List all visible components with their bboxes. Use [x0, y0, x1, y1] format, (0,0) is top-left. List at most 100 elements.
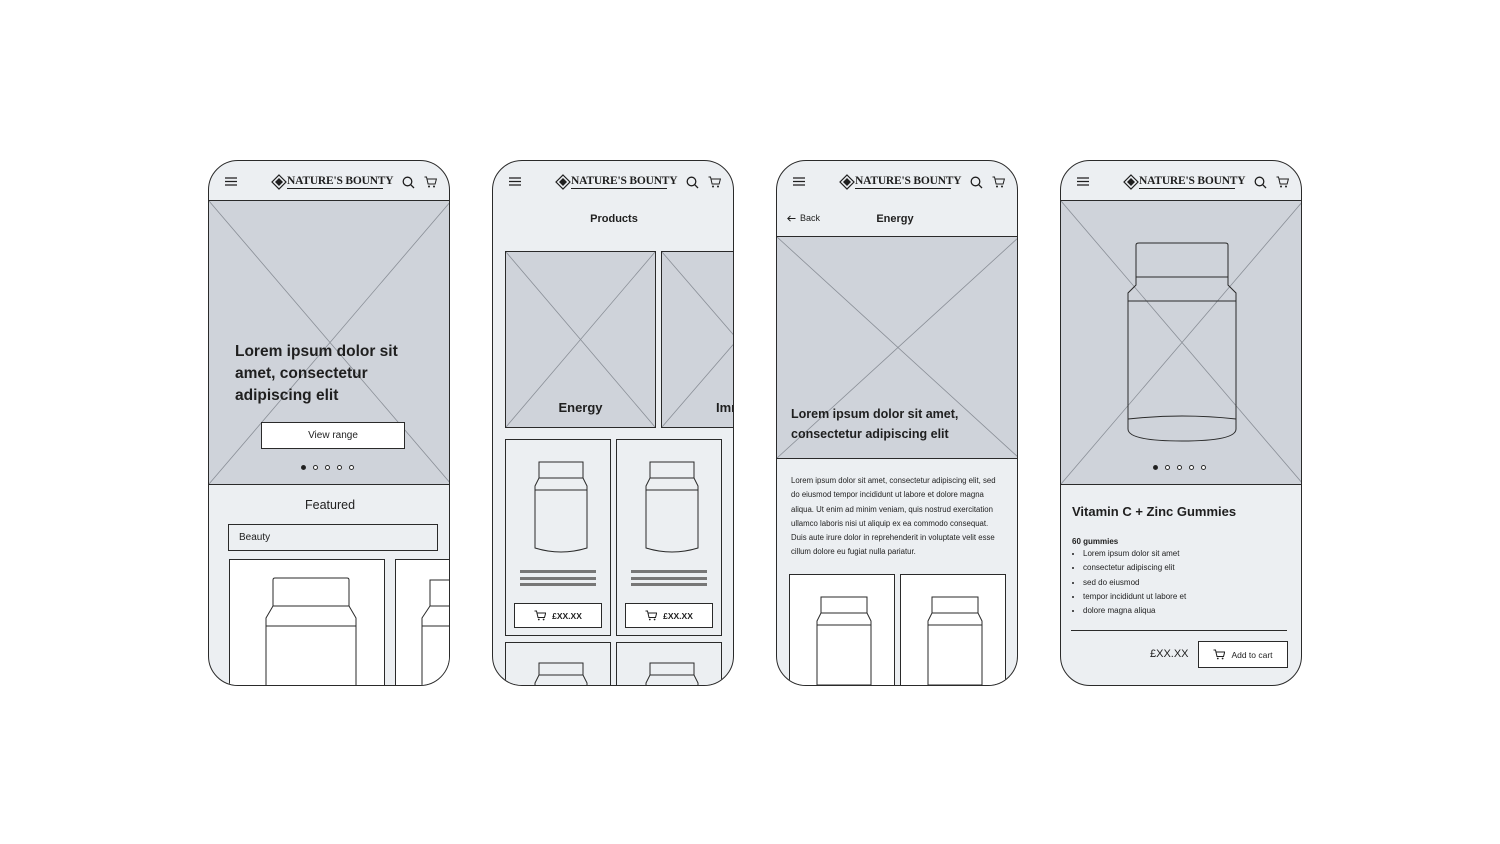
- screen-home: NATURE'S BOUNTY Lorem ipsum dolor sit am…: [208, 160, 450, 686]
- add-to-cart-button[interactable]: Add to cart: [1198, 641, 1288, 668]
- category-tile[interactable]: Imm: [661, 251, 733, 428]
- cart-icon[interactable]: [708, 176, 721, 188]
- hamburger-menu-icon[interactable]: [793, 177, 805, 186]
- product-card[interactable]: [616, 642, 722, 685]
- arrow-left-icon: [787, 214, 796, 222]
- brand-logo[interactable]: NATURE'S BOUNTY: [553, 173, 678, 191]
- app-header: NATURE'S BOUNTY: [777, 161, 1017, 201]
- brand-underline: [571, 188, 667, 189]
- cart-icon: [534, 610, 547, 621]
- brand-logo[interactable]: NATURE'S BOUNTY: [269, 173, 394, 191]
- screen-category-energy: NATURE'S BOUNTY Back Energy Lorem ipsum …: [776, 160, 1018, 686]
- product-text-placeholder: [631, 570, 707, 590]
- category-tile[interactable]: Energy: [505, 251, 656, 428]
- category-hero-title: Lorem ipsum dolor sit amet, consectetur …: [791, 407, 959, 441]
- featured-product-card[interactable]: [395, 559, 449, 685]
- carousel-dot[interactable]: [349, 465, 354, 470]
- carousel-dot[interactable]: [1189, 465, 1194, 470]
- search-icon[interactable]: [686, 176, 699, 189]
- product-bottle-icon: [265, 577, 357, 685]
- app-header: NATURE'S BOUNTY: [209, 161, 449, 201]
- back-link[interactable]: Back: [787, 213, 820, 223]
- cart-icon[interactable]: [424, 176, 437, 188]
- category-label: Imm: [716, 400, 733, 415]
- add-to-cart-button[interactable]: £XX.XX: [514, 603, 602, 628]
- feature-item: Lorem ipsum dolor sit amet: [1083, 547, 1186, 561]
- category-filter-value: Beauty: [239, 532, 271, 543]
- product-bottle-icon: [1127, 242, 1237, 442]
- product-card[interactable]: [789, 574, 895, 685]
- product-card[interactable]: [900, 574, 1006, 685]
- hamburger-menu-icon[interactable]: [225, 177, 237, 186]
- product-bottle-icon: [534, 461, 588, 553]
- product-features-list: Lorem ipsum dolor sit amet consectetur a…: [1061, 547, 1186, 618]
- product-card[interactable]: [505, 642, 611, 685]
- product-carousel-dots: [1153, 465, 1206, 470]
- add-to-cart-label: Add to cart: [1231, 649, 1273, 660]
- brand-name: NATURE'S BOUNTY: [571, 175, 678, 187]
- carousel-dot[interactable]: [337, 465, 342, 470]
- product-bottle-icon: [421, 579, 449, 685]
- search-icon[interactable]: [970, 176, 983, 189]
- carousel-dot[interactable]: [1165, 465, 1170, 470]
- carousel-dot[interactable]: [1153, 465, 1158, 470]
- search-icon[interactable]: [1254, 176, 1267, 189]
- divider: [1071, 630, 1287, 631]
- product-quantity: 60 gummies: [1072, 537, 1119, 546]
- carousel-dot[interactable]: [1201, 465, 1206, 470]
- brand-logo-mark-icon: [1123, 174, 1139, 190]
- category-description: Lorem ipsum dolor sit amet, consectetur …: [791, 476, 996, 557]
- product-bottle-icon: [645, 461, 699, 553]
- product-price: £XX.XX: [663, 610, 693, 621]
- product-bottle-icon: [816, 596, 872, 685]
- product-text-placeholder: [520, 570, 596, 590]
- category-label: Energy: [558, 400, 603, 415]
- cart-icon[interactable]: [992, 176, 1005, 188]
- app-header: NATURE'S BOUNTY: [1061, 161, 1301, 201]
- product-image-placeholder: [1061, 201, 1301, 485]
- product-card[interactable]: £XX.XX: [505, 439, 611, 636]
- carousel-dot[interactable]: [325, 465, 330, 470]
- product-card[interactable]: £XX.XX: [616, 439, 722, 636]
- cart-icon: [1213, 649, 1226, 660]
- carousel-dot[interactable]: [1177, 465, 1182, 470]
- hamburger-menu-icon[interactable]: [509, 177, 521, 186]
- search-icon[interactable]: [402, 176, 415, 189]
- brand-name: NATURE'S BOUNTY: [1139, 175, 1246, 187]
- brand-logo-mark-icon: [555, 174, 571, 190]
- product-bottle-icon: [927, 596, 983, 685]
- placeholder-cross: [209, 201, 449, 484]
- brand-underline: [1139, 188, 1235, 189]
- product-price: £XX.XX: [1150, 648, 1189, 660]
- brand-logo-mark-icon: [271, 174, 287, 190]
- view-range-button[interactable]: View range: [261, 422, 405, 449]
- brand-underline: [287, 188, 383, 189]
- cart-icon[interactable]: [1276, 176, 1289, 188]
- brand-name: NATURE'S BOUNTY: [855, 175, 962, 187]
- category-hero-placeholder: [777, 236, 1017, 459]
- carousel-dot[interactable]: [301, 465, 306, 470]
- hero-title: Lorem ipsum dolor sit amet, consectetur …: [235, 343, 398, 404]
- product-name: Vitamin C + Zinc Gummies: [1072, 504, 1237, 519]
- screen-products: NATURE'S BOUNTY Products Energy Imm £XX.…: [492, 160, 734, 686]
- brand-logo[interactable]: NATURE'S BOUNTY: [1121, 173, 1246, 191]
- placeholder-cross: [1061, 201, 1301, 484]
- hamburger-menu-icon[interactable]: [1077, 177, 1089, 186]
- brand-name: NATURE'S BOUNTY: [287, 175, 394, 187]
- product-price: £XX.XX: [552, 610, 582, 621]
- product-bottle-icon: [645, 662, 699, 685]
- add-to-cart-button[interactable]: £XX.XX: [625, 603, 713, 628]
- app-header: NATURE'S BOUNTY: [493, 161, 733, 201]
- placeholder-cross: [506, 252, 655, 427]
- product-bottle-icon: [534, 662, 588, 685]
- placeholder-cross: [777, 237, 1017, 458]
- category-filter-select[interactable]: Beauty: [228, 524, 438, 551]
- brand-logo[interactable]: NATURE'S BOUNTY: [837, 173, 962, 191]
- feature-item: tempor incididunt ut labore et: [1083, 590, 1186, 604]
- feature-item: consectetur adipiscing elit: [1083, 561, 1186, 575]
- featured-product-card[interactable]: [229, 559, 385, 685]
- back-label: Back: [800, 213, 821, 223]
- carousel-dot[interactable]: [313, 465, 318, 470]
- brand-underline: [855, 188, 951, 189]
- brand-logo-mark-icon: [839, 174, 855, 190]
